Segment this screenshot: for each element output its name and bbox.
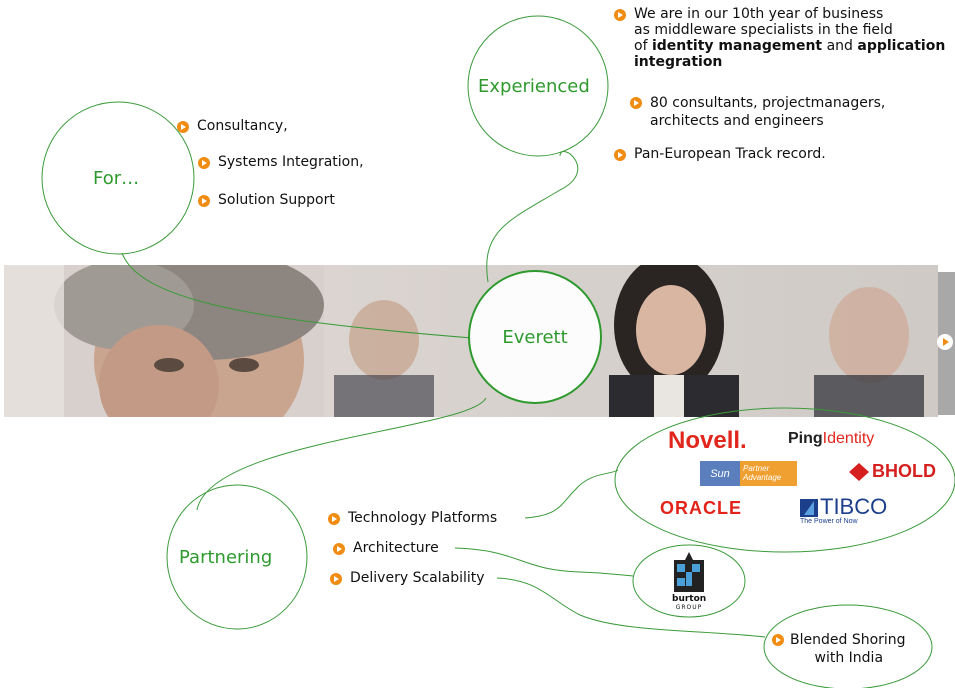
for-label[interactable]: For… [93, 168, 140, 189]
people-photo-strip [4, 265, 938, 417]
burton-ellipse [632, 544, 746, 618]
experienced-item-years: We are in our 10th year of business as m… [614, 6, 945, 70]
bhold-logo: BHOLD [848, 461, 936, 482]
tibco-mark-icon [800, 499, 818, 517]
partnering-item-technology-platforms: Technology Platforms [328, 510, 497, 526]
for-circle [41, 101, 195, 255]
blended-shoring-item: Blended Shoring with India [772, 631, 906, 667]
bullet-icon [630, 97, 642, 109]
bullet-icon [614, 9, 626, 21]
bullet-icon [177, 121, 189, 133]
experienced-item-track-record: Pan-European Track record. [614, 146, 826, 162]
novell-logo: Novell. [668, 427, 747, 454]
ping-identity-logo: PingIdentity [788, 430, 875, 447]
for-item-systems-integration: Systems Integration, [198, 154, 364, 170]
burton-tower-icon [674, 552, 704, 592]
for-item-solution-support: Solution Support [198, 192, 335, 208]
right-man-image [814, 287, 924, 417]
partnering-label[interactable]: Partnering [179, 547, 273, 568]
blurred-man-image [334, 300, 434, 417]
bullet-icon [328, 513, 340, 525]
bullet-icon [198, 195, 210, 207]
experienced-circle [467, 15, 609, 157]
bullet-icon [333, 543, 345, 555]
tibco-logo: TIBCO The Power of Now [800, 494, 888, 525]
experienced-label[interactable]: Experienced [478, 76, 590, 97]
bullet-icon [614, 149, 626, 161]
partnering-circle [166, 484, 308, 630]
for-item-consultancy: Consultancy, [177, 118, 288, 134]
everett-label: Everett [502, 326, 568, 348]
blended-circle [763, 604, 933, 688]
partnering-item-delivery-scalability: Delivery Scalability [330, 570, 485, 586]
experienced-item-consultants: 80 consultants, projectmanagers, archite… [630, 94, 885, 130]
bhold-diamond-icon [849, 462, 869, 481]
bullet-icon [330, 573, 342, 585]
woman-image [609, 265, 739, 417]
logos-ellipse [614, 407, 955, 553]
bullet-icon [772, 634, 784, 646]
oracle-logo: ORACLE [660, 498, 742, 518]
bullet-icon [198, 157, 210, 169]
sun-partner-logo: Sun Partner Advantage [700, 461, 797, 486]
partnering-item-architecture: Architecture [333, 540, 439, 556]
burton-group-logo: burton GROUP [672, 552, 706, 611]
man-portrait-image [4, 265, 324, 417]
next-arrow-icon[interactable] [937, 334, 953, 350]
everett-node[interactable]: Everett [468, 270, 602, 404]
